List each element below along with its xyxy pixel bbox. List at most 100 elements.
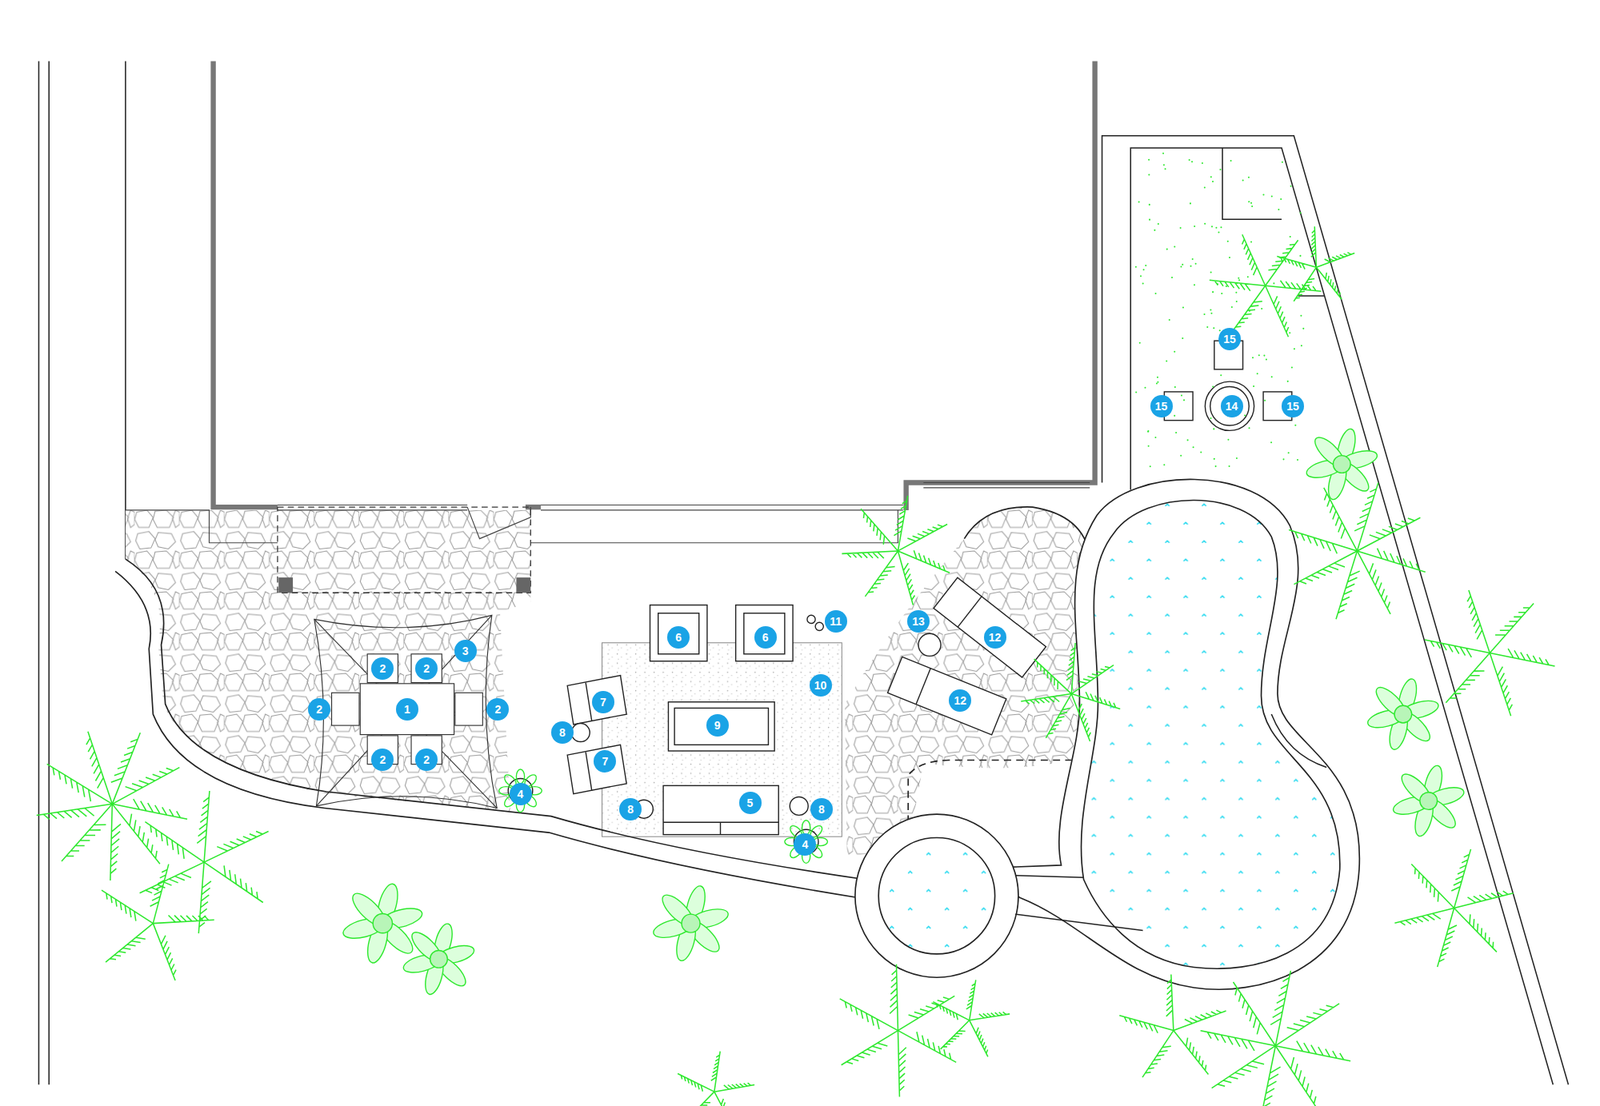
lawn-dot xyxy=(1263,355,1265,357)
lawn-dot xyxy=(1174,386,1176,388)
lawn-dot xyxy=(1236,457,1238,460)
lawn-dot xyxy=(1210,272,1212,274)
dining-set xyxy=(314,615,497,808)
callout-number: 2 xyxy=(371,657,394,680)
palm-tree xyxy=(1288,483,1426,620)
lawn-dot xyxy=(1204,313,1206,316)
lawn-dot xyxy=(1193,225,1196,228)
lawn-dot xyxy=(1183,399,1185,401)
lawn-dot xyxy=(1206,326,1208,328)
callout-number: 10 xyxy=(809,674,832,697)
lawn-dot xyxy=(1135,391,1137,393)
lawn-dot xyxy=(1168,319,1171,321)
lawn-dot xyxy=(1262,193,1264,196)
lawn-dot xyxy=(1147,430,1149,432)
shrub xyxy=(1304,427,1380,502)
lawn-dot xyxy=(1144,264,1147,267)
lot-line xyxy=(38,61,1568,1086)
lawn-dot xyxy=(1162,152,1164,155)
palm-tree xyxy=(1209,234,1322,337)
lawn-dot xyxy=(1154,436,1156,439)
lawn-dot xyxy=(1242,180,1244,182)
lawn-dot xyxy=(1290,185,1292,188)
lawn-dot xyxy=(1181,337,1184,340)
lawn-dot xyxy=(1192,446,1195,448)
lawn-dot xyxy=(1277,208,1280,211)
lawn-dot xyxy=(1191,160,1193,163)
lawn-dot xyxy=(1281,161,1284,164)
lawn-dot xyxy=(1195,263,1197,265)
palm-tree xyxy=(1200,971,1352,1106)
lawn-dot xyxy=(1213,458,1216,460)
planting xyxy=(36,152,1556,1106)
stone-paving xyxy=(844,507,1090,858)
lawn-dot xyxy=(1212,327,1215,329)
callout-number: 11 xyxy=(824,610,848,633)
lawn-dot xyxy=(1215,227,1217,229)
lounge-furniture xyxy=(567,340,1292,836)
lawn-dot xyxy=(1182,306,1184,308)
lawn-dot xyxy=(1228,465,1231,468)
palm-tree xyxy=(677,1052,755,1106)
callout-number: 15 xyxy=(1218,328,1241,351)
lawn-dot xyxy=(1156,382,1158,384)
lawn-dot xyxy=(1200,451,1202,453)
callout-number: 15 xyxy=(1150,395,1173,418)
callout-number: 13 xyxy=(907,610,930,633)
shrub xyxy=(1365,677,1440,752)
lawn-dot xyxy=(1188,159,1191,161)
lawn-dot xyxy=(1236,300,1238,303)
callout-number: 8 xyxy=(619,798,642,821)
lawn-dot xyxy=(1220,226,1222,228)
lawn-dot xyxy=(1157,223,1160,225)
lawn-dot xyxy=(1225,285,1228,288)
lawn-dot xyxy=(1143,268,1145,271)
lawn-dot xyxy=(1248,200,1250,203)
lawn-dot xyxy=(1212,180,1214,183)
lawn-dot xyxy=(1148,173,1150,176)
lawn-dot xyxy=(1187,439,1189,441)
callout-number: 3 xyxy=(454,640,477,663)
lawn-dot xyxy=(1173,351,1176,353)
lawn-dot xyxy=(1289,236,1292,238)
palm-tree xyxy=(840,964,957,1098)
lawn-dot xyxy=(1250,240,1252,243)
lawn-dot xyxy=(1211,225,1213,228)
lawn-dot xyxy=(1156,381,1159,384)
lawn-dot xyxy=(1180,266,1182,268)
lawn-dot xyxy=(1209,308,1212,311)
lawn-dot xyxy=(1210,176,1212,178)
lawn-dot xyxy=(1294,424,1296,427)
lawn-dot xyxy=(1237,277,1240,280)
callout-number: 7 xyxy=(593,750,616,773)
callout-number: 4 xyxy=(793,833,816,856)
pool xyxy=(855,479,1360,990)
lawn-dot xyxy=(1173,415,1176,417)
callout-number: 2 xyxy=(486,698,509,721)
lawn-dot xyxy=(1235,292,1237,294)
lawn-dot xyxy=(1258,354,1260,356)
shrub xyxy=(401,922,476,997)
shrub xyxy=(651,884,730,963)
palm-tree xyxy=(1424,590,1556,716)
callout-number: 7 xyxy=(592,691,615,714)
lawn-dot xyxy=(1296,459,1299,461)
callout-number: 4 xyxy=(509,783,532,806)
lawn-dot xyxy=(1140,275,1142,277)
lawn-dot xyxy=(1165,360,1168,362)
lawn-dot xyxy=(1189,202,1192,204)
lawn-dot xyxy=(1148,445,1150,448)
palm-tree xyxy=(1394,849,1513,968)
gravel-area xyxy=(602,643,843,837)
palm-tree xyxy=(841,496,950,606)
lawn-dot xyxy=(1250,202,1252,204)
callout-number: 2 xyxy=(308,698,331,721)
stone-paving xyxy=(125,510,531,812)
callout-number: 8 xyxy=(551,721,574,744)
lawn-dot xyxy=(1135,266,1137,268)
palm-tree xyxy=(140,791,269,934)
lawn-dot xyxy=(1163,164,1165,166)
lawn-dot xyxy=(1248,176,1250,179)
house-outline xyxy=(125,61,1096,594)
